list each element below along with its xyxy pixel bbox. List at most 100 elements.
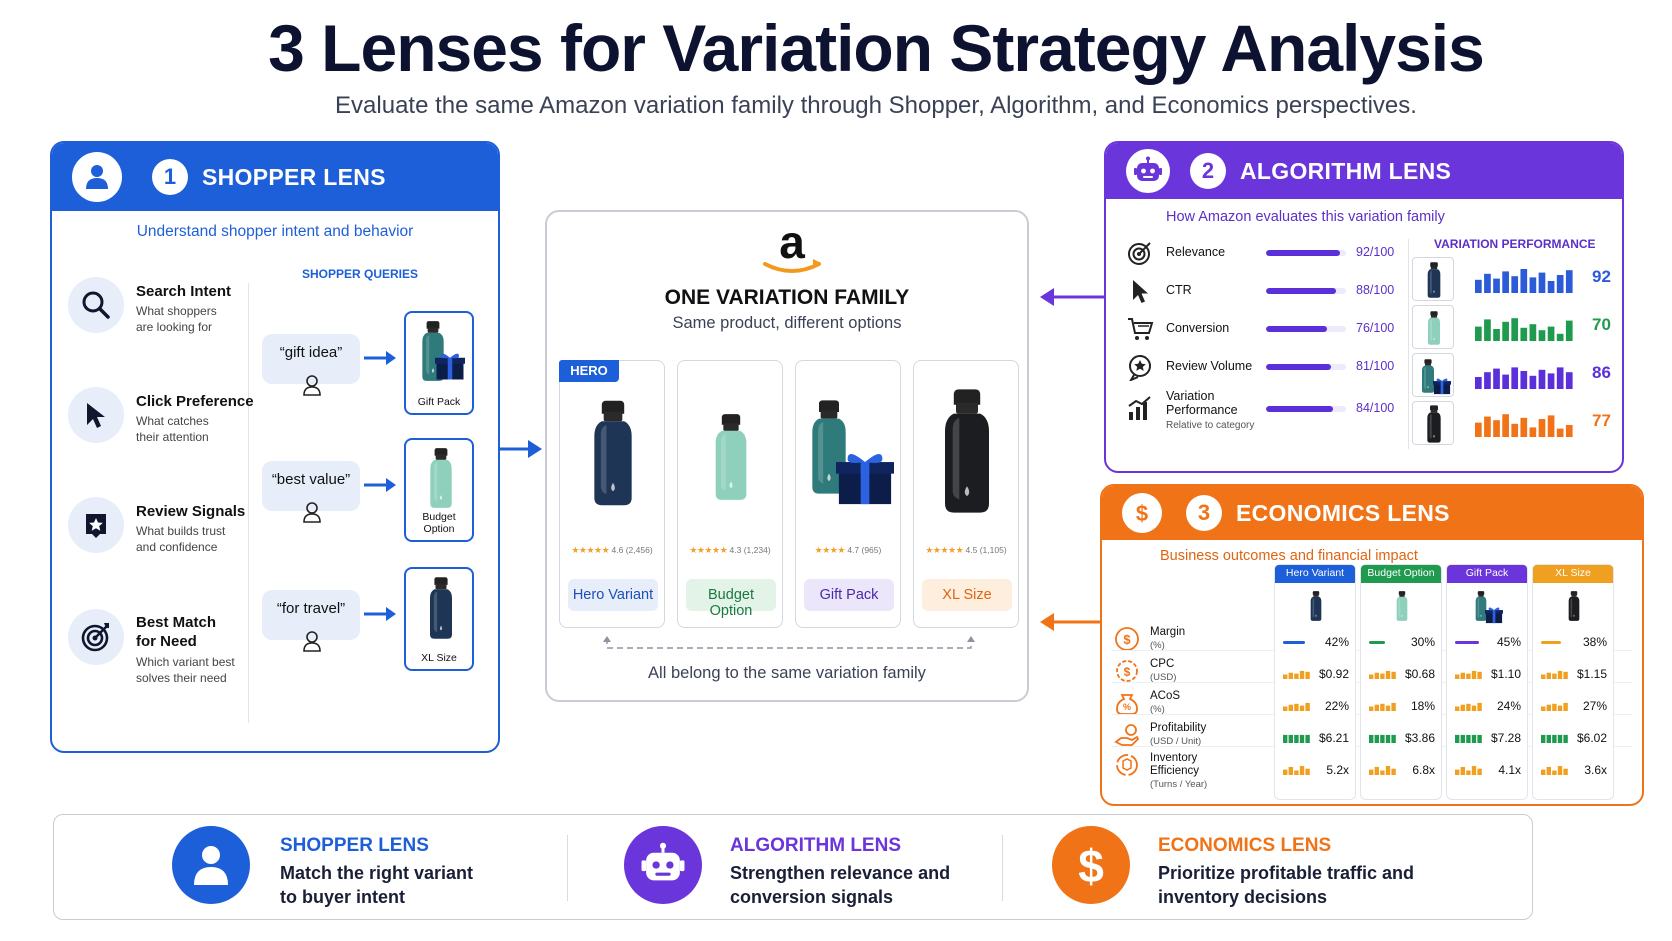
perf-bar: [1565, 270, 1573, 293]
perf-bars: [1475, 367, 1573, 389]
econ-cell-value: 45%: [1496, 635, 1521, 649]
perf-bar: [1511, 276, 1519, 293]
econ-minibar-bar: [1477, 671, 1482, 679]
intent-title: Review Signals: [136, 503, 246, 520]
perf-bar: [1565, 320, 1573, 341]
econ-cell-minibar: [1283, 670, 1310, 679]
cart-icon: [1128, 318, 1154, 340]
perf-bar: [1565, 372, 1573, 389]
hand-coin-icon: [1114, 724, 1140, 746]
perf-bar: [1493, 278, 1500, 293]
product-card-label: Gift Pack: [417, 396, 461, 408]
economics-lens-subtitle: Business outcomes and financial impact: [1160, 548, 1418, 564]
shopper-lens-header: 1 SHOPPER LENS: [52, 143, 498, 211]
inventory-cycle-icon: [1116, 754, 1138, 776]
econ-cell: 6.8x: [1365, 761, 1439, 779]
econ-column-header: Hero Variant: [1275, 565, 1355, 583]
econ-cell-minibar: [1455, 702, 1482, 711]
econ-cell-minibar: [1283, 641, 1305, 644]
hero-badge: HERO: [559, 360, 619, 382]
econ-cell-value: 24%: [1496, 699, 1521, 713]
dollar-icon: $: [1052, 826, 1130, 904]
metric-conversion: Conversion 76/100: [1126, 315, 1396, 345]
econ-minibar-bar: [1380, 673, 1385, 679]
metric-bar: [1266, 326, 1346, 332]
econ-cell-minibar: [1541, 641, 1561, 644]
shopper-lens-title: SHOPPER LENS: [202, 163, 386, 190]
econ-cell-value: 27%: [1582, 699, 1607, 713]
perf-row-budget: 70: [1412, 305, 1612, 351]
econ-cell: 22%: [1279, 697, 1353, 715]
econ-cell-value: $0.68: [1404, 667, 1435, 681]
svg-text:a: a: [779, 222, 805, 268]
econ-minibar-bar: [1471, 670, 1477, 679]
target-icon: [68, 609, 124, 665]
econ-minibar-bar: [1385, 734, 1391, 743]
perf-thumb: [1412, 257, 1454, 301]
econ-minibar-bar: [1288, 672, 1293, 679]
divider: [248, 283, 249, 723]
econ-cell-minibar: [1369, 670, 1396, 679]
econ-cell: 4.1x: [1451, 761, 1525, 779]
divider: [567, 835, 568, 901]
econ-minibar-bar: [1546, 734, 1551, 743]
perf-bar: [1520, 371, 1528, 389]
variant-rating: ★★★★★ 4.6 (2,456): [571, 545, 653, 555]
econ-row-profitability: Profitability(USD / Unit): [1114, 722, 1254, 756]
metric-bar: [1266, 288, 1346, 294]
product-card-label: Budget Option: [422, 511, 456, 535]
perf-thumb: [1412, 305, 1454, 349]
family-bracket: [603, 636, 975, 649]
econ-minibar-bar: [1455, 706, 1460, 711]
econ-cell-value: $6.02: [1576, 731, 1607, 745]
cursor-icon: [68, 387, 124, 443]
hero-bottle-image: [594, 400, 632, 506]
summary-title: SHOPPER LENS: [280, 835, 429, 856]
econ-cell-minibar: [1455, 641, 1479, 644]
econ-minibar-bar: [1283, 674, 1288, 679]
econ-cell: 24%: [1451, 697, 1525, 715]
metric-value: 81/100: [1356, 359, 1395, 373]
econ-cell-value: $0.92: [1318, 667, 1349, 681]
variant-card-gift[interactable]: ★★★★ 4.7 (965) Gift Pack: [795, 360, 901, 628]
econ-cell-minibar: [1455, 766, 1482, 775]
econ-column-header: XL Size: [1533, 565, 1613, 583]
perf-bar: [1538, 272, 1546, 293]
perf-bar: [1529, 277, 1537, 293]
summary-economics: $ ECONOMICS LENS Prioritize profitable t…: [1024, 815, 1524, 919]
econ-cell-value: 42%: [1324, 635, 1349, 649]
metric-bar: [1266, 364, 1346, 370]
metric-name: CTR: [1166, 283, 1192, 297]
perf-bar: [1538, 419, 1546, 437]
econ-minibar-bar: [1477, 702, 1482, 711]
econ-minibar-bar: [1369, 769, 1374, 775]
econ-minibar-bar: [1380, 770, 1385, 775]
variant-card-budget[interactable]: ★★★★★ 4.3 (1,234) Budget Option: [677, 360, 783, 628]
perf-bar: [1475, 279, 1482, 293]
product-card-gift-pack[interactable]: Gift Pack: [404, 311, 474, 415]
econ-minibar-bar: [1369, 706, 1374, 711]
product-card-budget-option[interactable]: Budget Option: [404, 438, 474, 542]
perf-bar: [1538, 330, 1546, 341]
econ-minibar-bar: [1466, 734, 1471, 743]
product-card-xl-size[interactable]: XL Size: [404, 567, 474, 671]
metric-name: Conversion: [1166, 321, 1230, 335]
econ-cell: $6.02: [1537, 729, 1611, 747]
shopper-queries-title: SHOPPER QUERIES: [302, 267, 419, 281]
svg-text:$: $: [1123, 632, 1131, 647]
variant-card-xl[interactable]: ★★★★★ 4.5 (1,105) XL Size: [913, 360, 1019, 628]
econ-cell-minibar: [1369, 766, 1396, 775]
person-icon: [303, 502, 321, 523]
perf-value: 77: [1592, 411, 1611, 430]
percent-bag-icon: %: [1116, 694, 1138, 715]
econ-row-margin: $ Margin(%): [1114, 626, 1254, 660]
econ-column-header: Gift Pack: [1447, 565, 1527, 583]
person-icon: [72, 152, 122, 202]
variant-card-hero[interactable]: ★★★★★ 4.6 (2,456) Hero Variant: [559, 360, 665, 628]
econ-cell-value: $1.10: [1490, 667, 1521, 681]
econ-minibar-bar: [1391, 671, 1396, 679]
econ-cell: $0.92: [1279, 665, 1353, 683]
